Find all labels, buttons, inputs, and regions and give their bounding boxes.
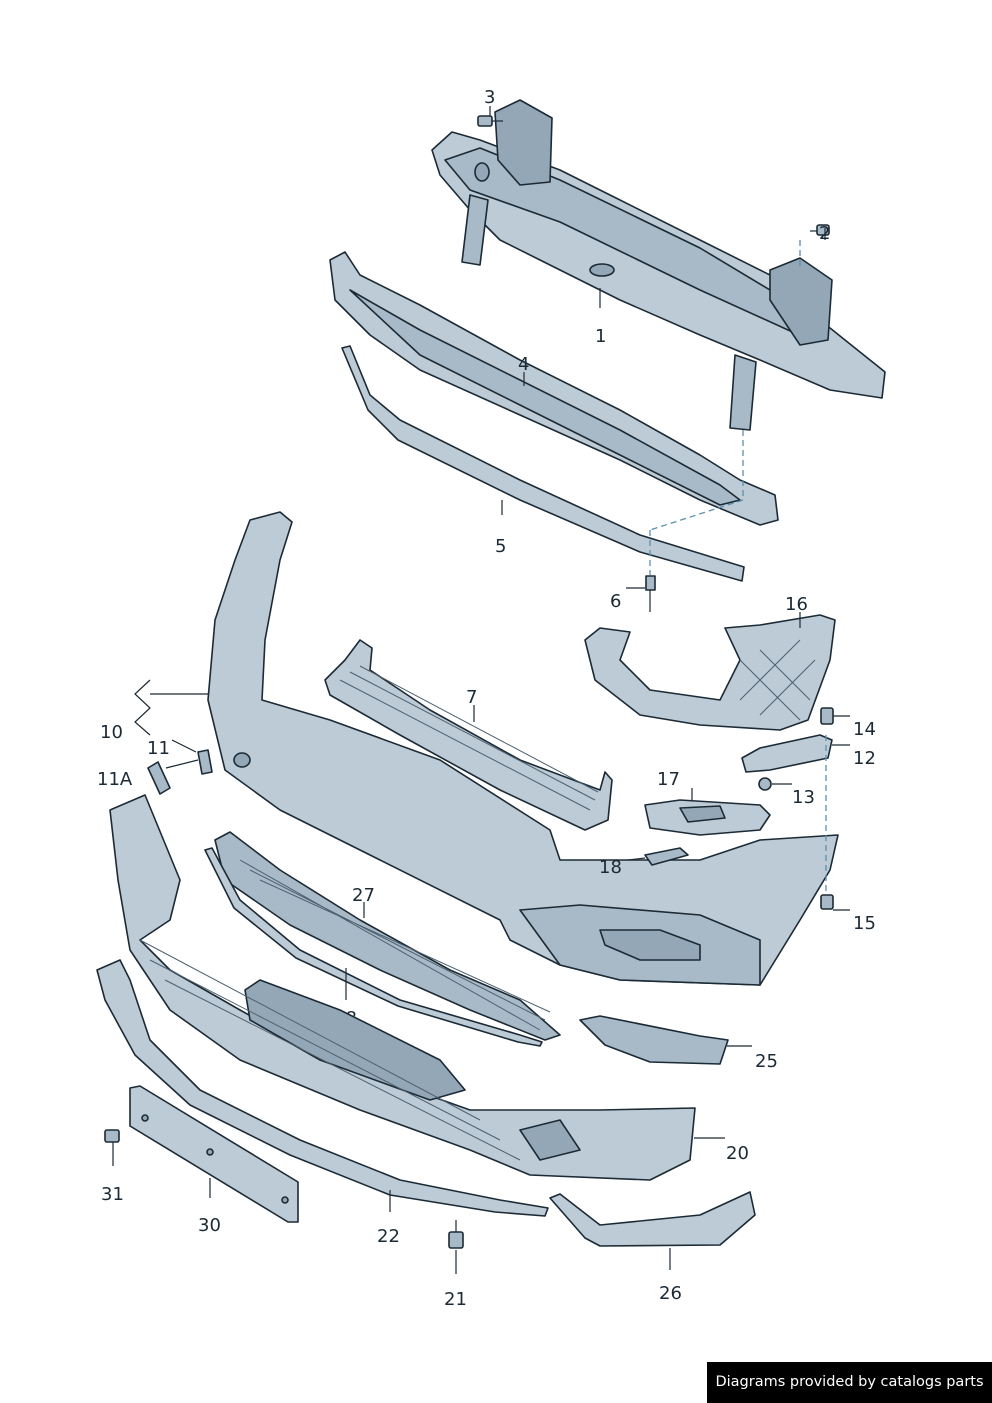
- callout-30: 30: [198, 1215, 221, 1236]
- part-22-spoiler: [96, 959, 549, 1217]
- callout-2: 2: [819, 223, 830, 244]
- part-5-absorber: [341, 345, 745, 582]
- callout-15: 15: [853, 913, 876, 934]
- callout-14: 14: [853, 719, 876, 740]
- callout-11: 11: [147, 738, 170, 759]
- callout-13: 13: [792, 787, 815, 808]
- part-25-grille-insert: [579, 1015, 729, 1065]
- part-7-bracket: [324, 639, 613, 831]
- callout-25: 25: [755, 1051, 778, 1072]
- part-1-carrier: [431, 99, 886, 431]
- callout-11a: 11A: [97, 769, 133, 790]
- callout-26: 26: [659, 1283, 682, 1304]
- part-15-screw: [820, 894, 834, 910]
- part-17-bracket: [644, 799, 771, 836]
- part-10-bumper-cover: [207, 511, 839, 986]
- callout-12: 12: [853, 748, 876, 769]
- callout-21: 21: [444, 1289, 467, 1310]
- part-28-trim: [204, 847, 543, 1047]
- callout-10: 10: [100, 722, 123, 743]
- callout-4: 4: [518, 354, 529, 375]
- part-12-guide: [741, 734, 833, 773]
- callout-1: 1: [595, 326, 606, 347]
- part-26-trim: [549, 1191, 756, 1247]
- callout-3: 3: [484, 87, 495, 108]
- part-3-bolt: [477, 115, 503, 127]
- part-4-reinforcement: [329, 251, 779, 526]
- part-13-nut: [758, 777, 772, 791]
- part-14-nut: [820, 707, 834, 725]
- credit-banner: Diagrams provided by catalogs parts: [707, 1362, 992, 1403]
- callout-7: 7: [466, 687, 477, 708]
- part-20-lower-grille: [109, 794, 696, 1181]
- callout-20: 20: [726, 1143, 749, 1164]
- part-16-grille-frame: [584, 614, 836, 731]
- part-18-cap: [644, 847, 689, 866]
- part-31-clip: [104, 1129, 120, 1143]
- part-6-rivet: [645, 575, 656, 612]
- part-30-plate-holder: [129, 1085, 299, 1223]
- callout-27: 27: [352, 885, 375, 906]
- callout-17: 17: [657, 769, 680, 790]
- part-2-bolt: [810, 224, 830, 236]
- callout-18: 18: [599, 857, 622, 878]
- part-21-screw: [448, 1231, 464, 1249]
- callout-6: 6: [610, 591, 621, 612]
- callout-5: 5: [495, 536, 506, 557]
- part-11a-tow-cover: [147, 761, 171, 795]
- callout-16: 16: [785, 594, 808, 615]
- part-27-grille: [214, 831, 561, 1041]
- callout-22: 22: [377, 1226, 400, 1247]
- part-11-cap: [197, 749, 213, 775]
- callout-31: 31: [101, 1184, 124, 1205]
